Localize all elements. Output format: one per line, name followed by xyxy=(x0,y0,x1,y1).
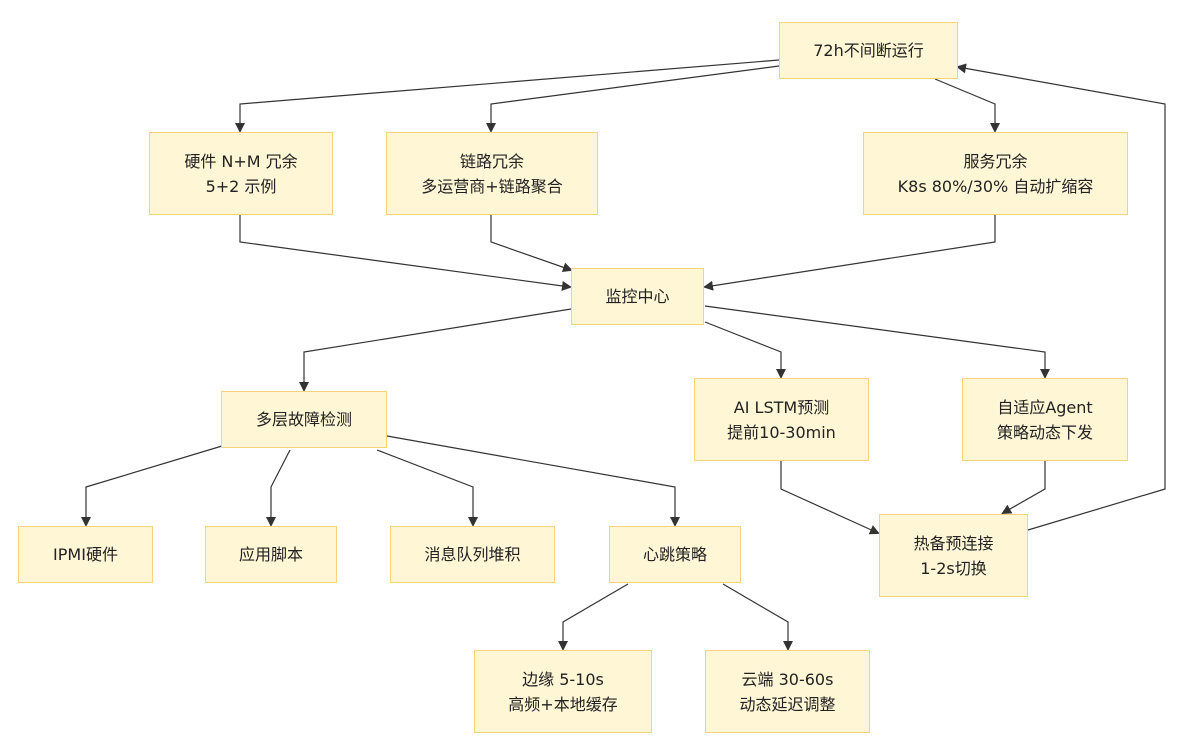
node-edge-heartbeat-title: 边缘 5-10s xyxy=(522,669,604,689)
edge-uptime-hw xyxy=(235,59,780,133)
node-monitor-center: 监控中心 xyxy=(571,268,704,325)
node-message-queue-label: 消息队列堆积 xyxy=(424,545,521,564)
node-hot-standby-title: 热备预连接 xyxy=(913,533,994,553)
node-uptime-label: 72h不间断运行 xyxy=(813,41,924,60)
node-service-redundancy-title: 服务冗余 xyxy=(963,151,1028,171)
node-edge-heartbeat: 边缘 5-10s 高频+本地缓存 xyxy=(474,650,652,733)
node-link-redundancy: 链路冗余 多运营商+链路聚合 xyxy=(386,132,598,215)
edge-hot-uptime xyxy=(956,63,1166,531)
node-multilayer-detection: 多层故障检测 xyxy=(221,391,387,448)
node-adaptive-agent-detail: 策略动态下发 xyxy=(996,422,1093,442)
node-app-script-label: 应用脚本 xyxy=(238,545,303,564)
node-ai-lstm: AI LSTM预测 提前10-30min xyxy=(694,378,869,461)
node-monitor-center-label: 监控中心 xyxy=(605,287,670,306)
edge-svc-monitor xyxy=(703,215,996,291)
node-hardware-redundancy: 硬件 N+M 冗余 5+2 示例 xyxy=(149,132,333,215)
node-ai-lstm-title: AI LSTM预测 xyxy=(733,397,830,417)
node-adaptive-agent: 自适应Agent 策略动态下发 xyxy=(962,378,1128,461)
node-hardware-redundancy-detail: 5+2 示例 xyxy=(205,176,277,196)
node-ipmi-hardware-label: IPMI硬件 xyxy=(53,545,118,564)
edge-agent-hot xyxy=(1001,461,1046,514)
node-cloud-heartbeat: 云端 30-60s 动态延迟调整 xyxy=(705,650,870,733)
node-hot-standby: 热备预连接 1-2s切换 xyxy=(879,514,1028,597)
edge-detect-ipmi xyxy=(81,445,223,527)
node-service-redundancy: 服务冗余 K8s 80%/30% 自动扩缩容 xyxy=(863,132,1128,215)
edge-heartbeat-cloud xyxy=(722,583,793,651)
edge-monitor-detect xyxy=(299,308,572,392)
edge-monitor-agent xyxy=(704,305,1050,379)
edge-monitor-ai xyxy=(704,321,786,379)
node-ipmi-hardware: IPMI硬件 xyxy=(18,526,153,583)
node-heartbeat-strategy: 心跳策略 xyxy=(609,526,741,583)
node-multilayer-detection-label: 多层故障检测 xyxy=(255,410,352,429)
node-hot-standby-detail: 1-2s切换 xyxy=(920,558,987,578)
node-edge-heartbeat-detail: 高频+本地缓存 xyxy=(508,694,618,714)
edge-detect-script xyxy=(266,449,291,527)
node-heartbeat-strategy-label: 心跳策略 xyxy=(642,545,707,564)
edge-detect-mq xyxy=(376,449,478,527)
edge-ai-hot xyxy=(780,461,880,535)
node-app-script: 应用脚本 xyxy=(205,526,337,583)
node-service-redundancy-detail: K8s 80%/30% 自动扩缩容 xyxy=(897,176,1094,196)
node-uptime: 72h不间断运行 xyxy=(779,22,958,79)
edge-hw-monitor xyxy=(239,215,572,291)
edge-uptime-link xyxy=(486,65,780,133)
edge-link-monitor xyxy=(490,215,573,273)
node-link-redundancy-title: 链路冗余 xyxy=(459,151,524,171)
node-cloud-heartbeat-detail: 动态延迟调整 xyxy=(739,694,836,714)
node-message-queue: 消息队列堆积 xyxy=(390,526,555,583)
node-hardware-redundancy-title: 硬件 N+M 冗余 xyxy=(184,151,298,171)
edge-detect-heartbeat xyxy=(386,435,680,527)
node-cloud-heartbeat-title: 云端 30-60s xyxy=(741,669,834,689)
edge-heartbeat-edge xyxy=(558,583,629,651)
edge-uptime-svc xyxy=(934,78,1000,133)
node-adaptive-agent-title: 自适应Agent xyxy=(997,397,1093,417)
node-link-redundancy-detail: 多运营商+链路聚合 xyxy=(421,176,563,196)
node-ai-lstm-detail: 提前10-30min xyxy=(727,422,836,442)
